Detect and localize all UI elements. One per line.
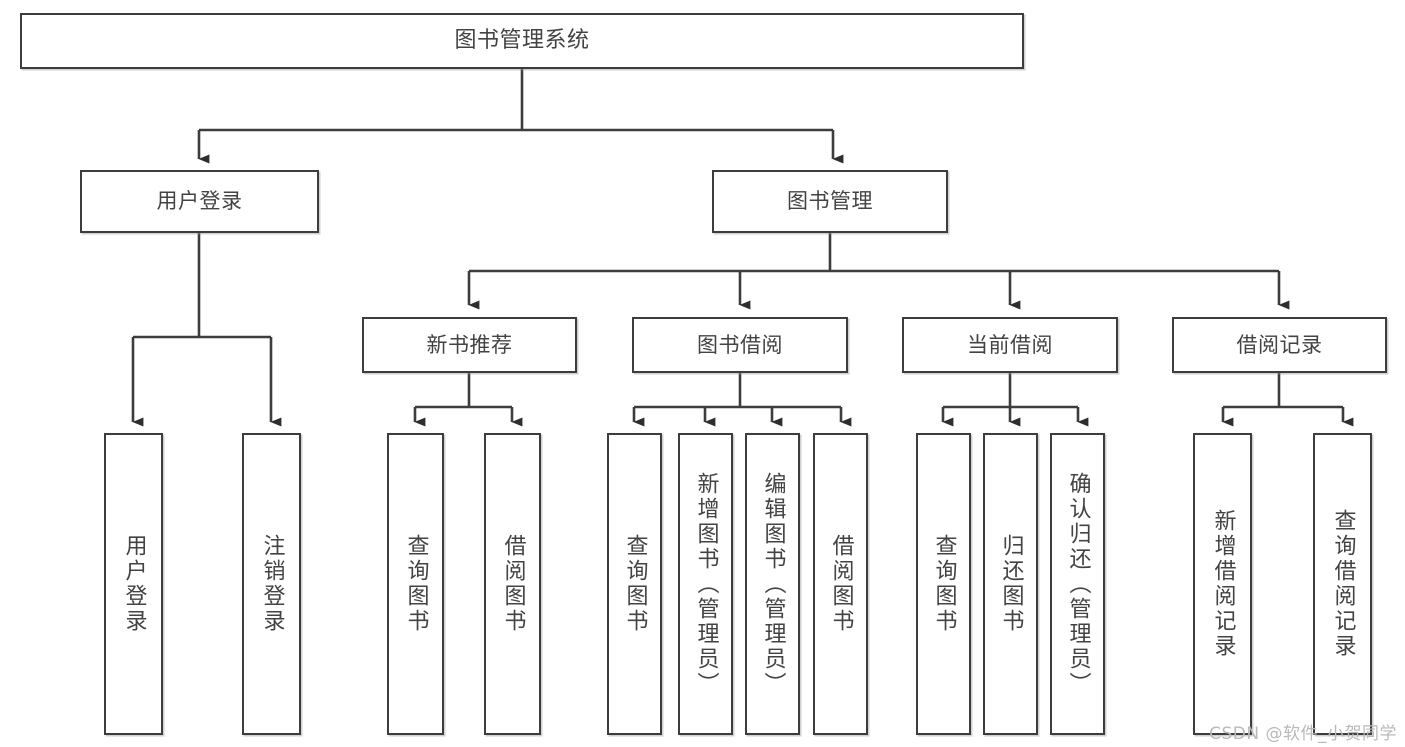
node-root-label: 图书管理系统 (454, 28, 590, 54)
leaf-user-logout-label: 注销登录 (259, 534, 285, 634)
leaf-borrow-book-2-label: 借阅图书 (828, 534, 854, 634)
leaf-user-login-label: 用户登录 (121, 534, 147, 634)
leaf-query-record-label: 查询借阅记录 (1330, 509, 1356, 659)
leaf-borrow-book-1[interactable]: 借阅图书 (484, 433, 541, 735)
node-borrow-record-label: 借阅记录 (1236, 332, 1323, 357)
leaf-borrow-book-1-label: 借阅图书 (500, 534, 526, 634)
leaf-add-record[interactable]: 新增借阅记录 (1193, 433, 1252, 735)
node-new-book-recommend[interactable]: 新书推荐 (362, 317, 577, 373)
leaf-query-record[interactable]: 查询借阅记录 (1313, 433, 1372, 735)
node-borrow-record[interactable]: 借阅记录 (1172, 317, 1387, 373)
leaf-add-record-label: 新增借阅记录 (1210, 509, 1236, 659)
leaf-return-book-label: 归还图书 (998, 534, 1024, 634)
leaf-confirm-return-label: 确认归还（管理员） (1065, 471, 1091, 697)
leaf-borrow-book-2[interactable]: 借阅图书 (813, 433, 868, 735)
leaf-add-book-label: 新增图书（管理员） (693, 471, 719, 697)
leaf-user-login[interactable]: 用户登录 (104, 433, 163, 735)
node-current-borrow[interactable]: 当前借阅 (902, 317, 1118, 373)
node-book-manage-label: 图书管理 (787, 189, 873, 214)
node-new-book-recommend-label: 新书推荐 (426, 332, 513, 357)
node-user-login-label: 用户登录 (156, 189, 243, 214)
leaf-query-book-3-label: 查询图书 (931, 534, 957, 634)
leaf-query-book-2[interactable]: 查询图书 (607, 433, 662, 735)
leaf-query-book-1-label: 查询图书 (403, 534, 429, 634)
leaf-confirm-return[interactable]: 确认归还（管理员） (1050, 433, 1105, 735)
leaf-return-book[interactable]: 归还图书 (983, 433, 1038, 735)
node-root[interactable]: 图书管理系统 (20, 13, 1024, 69)
leaf-query-book-1[interactable]: 查询图书 (387, 433, 444, 735)
node-user-login[interactable]: 用户登录 (80, 170, 319, 233)
leaf-user-logout[interactable]: 注销登录 (242, 433, 301, 735)
leaf-edit-book-label: 编辑图书（管理员） (760, 471, 786, 697)
leaf-add-book[interactable]: 新增图书（管理员） (678, 433, 733, 735)
leaf-query-book-3[interactable]: 查询图书 (916, 433, 971, 735)
node-book-borrow-label: 图书借阅 (697, 332, 783, 357)
node-book-manage[interactable]: 图书管理 (712, 170, 948, 233)
leaf-edit-book[interactable]: 编辑图书（管理员） (745, 433, 800, 735)
watermark: CSDN @软件_小贺同学 (1209, 724, 1397, 744)
leaf-query-book-2-label: 查询图书 (622, 534, 648, 634)
node-current-borrow-label: 当前借阅 (967, 332, 1053, 357)
node-book-borrow[interactable]: 图书借阅 (632, 317, 848, 373)
